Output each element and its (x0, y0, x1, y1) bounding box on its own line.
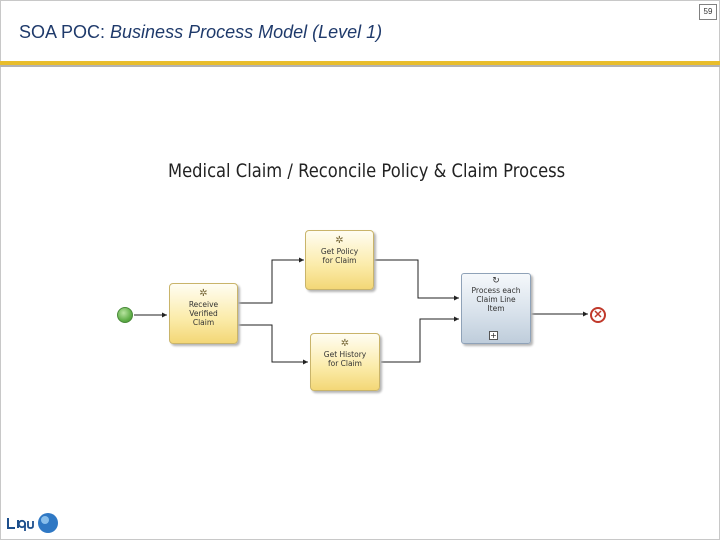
title-rule-yellow (0, 61, 720, 65)
task-label-line: for Claim (327, 359, 362, 368)
subprocess-label-line: Claim Line (476, 295, 516, 304)
page-number: 59 (699, 4, 717, 20)
task-receive-verified-claim: ✲ Receive Verified Claim (169, 283, 238, 344)
diagram-title: Medical Claim / Reconcile Policy & Claim… (168, 160, 566, 182)
gear-icon: ✲ (340, 338, 350, 349)
liquidhub-logo-icon (7, 513, 58, 533)
task-get-history-for-claim: ✲ Get History for Claim (310, 333, 380, 391)
flow-policy-to-process (374, 259, 459, 301)
subprocess-label-line: Item (487, 304, 505, 313)
liquidhub-logo (6, 512, 58, 533)
gear-icon: ✲ (199, 288, 208, 299)
task-label-line: Receive (188, 300, 219, 309)
start-event (117, 307, 133, 323)
subprocess-process-each-claim-line-item: ↻ Process each Claim Line Item + (461, 273, 531, 344)
flow-history-to-process (381, 316, 459, 363)
flow-receive-to-policy (238, 257, 304, 304)
expand-plus-icon: + (489, 331, 498, 340)
gear-icon: ✲ (335, 235, 344, 246)
loop-icon: ↻ (492, 276, 500, 286)
title-rule-grey (0, 65, 720, 67)
slide-title-italic: Business Process Model (Level 1) (110, 22, 383, 42)
slide-title: SOA POC: Business Process Model (Level 1… (19, 22, 382, 43)
task-label-line: Claim (192, 318, 215, 327)
subprocess-label-line: Process each (471, 286, 521, 295)
task-label-line: Get History (323, 350, 367, 359)
task-label-line: Get Policy (320, 247, 359, 256)
flow-receive-to-history (238, 324, 308, 365)
task-get-policy-for-claim: ✲ Get Policy for Claim (305, 230, 374, 290)
end-event: ✕ (590, 307, 606, 323)
task-label-line: Verified (189, 309, 218, 318)
slide-title-prefix: SOA POC: (19, 22, 111, 42)
task-label-line: for Claim (322, 256, 357, 265)
